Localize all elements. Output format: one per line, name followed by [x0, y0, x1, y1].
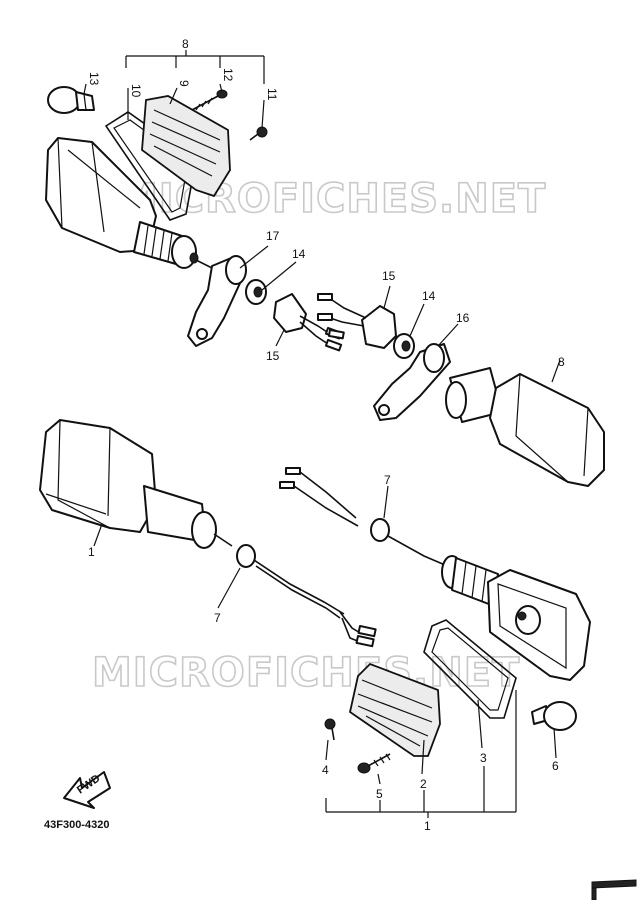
callout-15-right: 15	[382, 269, 396, 283]
lens-part-9	[141, 95, 231, 198]
screw-part-12	[191, 89, 228, 111]
callout-8-top: 8	[182, 37, 189, 51]
bracket-part-16	[373, 343, 451, 421]
grommet-part-14-left	[245, 279, 267, 305]
callout-2: 2	[420, 777, 427, 791]
callout-6: 6	[552, 759, 559, 773]
lens-part-2	[348, 662, 441, 757]
watermark-bottom: MICROFICHES.NET	[92, 650, 520, 696]
callout-9: 9	[177, 80, 191, 87]
forward-arrow-icon: FWD	[63, 771, 111, 809]
turn-signal-assembly-middle-right	[445, 367, 605, 487]
callout-14-left: 14	[292, 247, 306, 261]
bulb-part-6	[531, 701, 577, 731]
callout-8-right: 8	[558, 355, 565, 369]
screw-part-11	[249, 126, 268, 141]
callout-14-right: 14	[422, 289, 436, 303]
screw-part-4	[324, 718, 336, 741]
screw-part-5	[357, 753, 391, 774]
callout-4: 4	[322, 763, 329, 777]
gasket-part-3	[423, 619, 517, 719]
grommet-part-14-right	[393, 333, 415, 359]
turn-signal-assembly-right	[441, 555, 591, 681]
callout-15-left: 15	[266, 349, 280, 363]
callout-1-bottom: 1	[424, 819, 431, 833]
callout-7-right: 7	[384, 473, 391, 487]
callout-12: 12	[221, 68, 235, 82]
turn-signal-assembly-top-left	[45, 137, 225, 275]
wire-harness-part-7-left	[236, 544, 377, 648]
callout-3: 3	[480, 751, 487, 765]
corner-mark	[591, 879, 637, 900]
callout-13: 13	[87, 72, 101, 86]
callout-16: 16	[456, 311, 470, 325]
socket-part-15-right	[317, 293, 397, 349]
callout-11: 11	[265, 88, 279, 101]
wire-harness-part-7-right	[279, 467, 453, 569]
callout-10: 10	[129, 84, 143, 98]
bulb-part-13	[47, 86, 95, 114]
callout-1-left: 1	[88, 545, 95, 559]
diagram-code: 43F300-4320	[44, 819, 109, 831]
socket-part-15-left	[273, 293, 343, 352]
callout-7-left: 7	[214, 611, 221, 625]
callout-5: 5	[376, 787, 383, 801]
leader-lines	[83, 50, 561, 818]
callout-17: 17	[266, 229, 280, 243]
turn-signal-assembly-left	[39, 419, 233, 549]
bracket-part-17	[187, 255, 247, 347]
